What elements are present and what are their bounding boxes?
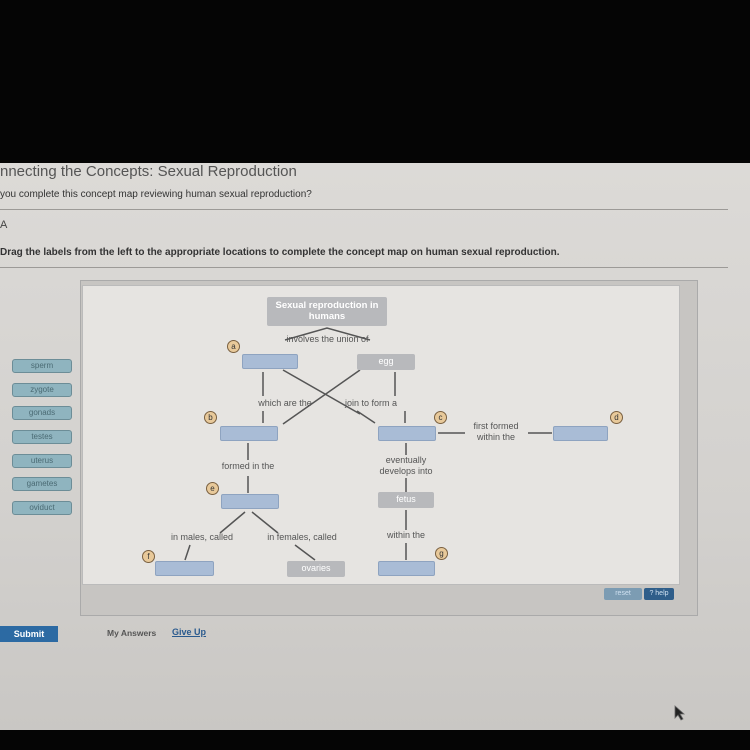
drop-target-e[interactable]: [221, 494, 279, 509]
target-marker-g: g: [435, 547, 448, 560]
drag-label-uterus[interactable]: uterus: [12, 454, 72, 468]
help-button[interactable]: ? help: [644, 588, 674, 600]
submit-button[interactable]: Submit: [0, 626, 58, 642]
instructions: Drag the labels from the left to the app…: [0, 247, 560, 258]
drag-label-gametes[interactable]: gametes: [12, 477, 72, 491]
target-marker-b: b: [204, 411, 217, 424]
screen: nnecting the Concepts: Sexual Reproducti…: [0, 163, 750, 730]
target-marker-f: f: [142, 550, 155, 563]
drop-target-d[interactable]: [553, 426, 608, 441]
part-label: A: [0, 219, 8, 231]
drag-label-gonads[interactable]: gonads: [12, 406, 72, 420]
link-within: within the: [386, 530, 426, 540]
target-marker-a: a: [227, 340, 240, 353]
drag-label-oviduct[interactable]: oviduct: [12, 501, 72, 515]
target-marker-d: d: [610, 411, 623, 424]
drop-target-g[interactable]: [378, 561, 435, 576]
node-fetus: fetus: [378, 492, 434, 508]
drop-target-f[interactable]: [155, 561, 214, 576]
target-marker-c: c: [434, 411, 447, 424]
my-answers-label: My Answers: [107, 628, 157, 638]
question-text: you complete this concept map reviewing …: [0, 189, 312, 200]
mouse-cursor-icon: [674, 705, 686, 721]
drag-label-sperm[interactable]: sperm: [12, 359, 72, 373]
divider: [0, 209, 728, 210]
drop-target-c[interactable]: [378, 426, 436, 441]
divider: [0, 267, 728, 268]
drop-target-a[interactable]: [242, 354, 298, 369]
drag-label-testes[interactable]: testes: [12, 430, 72, 444]
reset-button[interactable]: reset: [604, 588, 642, 600]
link-which: which are the: [258, 398, 312, 408]
node-egg: egg: [357, 354, 415, 370]
link-union: involves the union of: [286, 334, 369, 344]
link-males: in males, called: [170, 532, 234, 542]
link-females: in females, called: [267, 532, 337, 542]
link-formed: formed in the: [221, 461, 275, 471]
drop-target-b[interactable]: [220, 426, 278, 441]
node-ovaries: ovaries: [287, 561, 345, 577]
link-develops: eventually develops into: [379, 455, 433, 476]
root-node: Sexual reproduction in humans: [267, 297, 387, 326]
link-join: join to form a: [344, 398, 398, 408]
target-marker-e: e: [206, 482, 219, 495]
page-title: nnecting the Concepts: Sexual Reproducti…: [0, 163, 297, 180]
drag-label-zygote[interactable]: zygote: [12, 383, 72, 397]
link-first: first formed within the: [473, 421, 519, 442]
give-up-link[interactable]: Give Up: [172, 627, 207, 637]
